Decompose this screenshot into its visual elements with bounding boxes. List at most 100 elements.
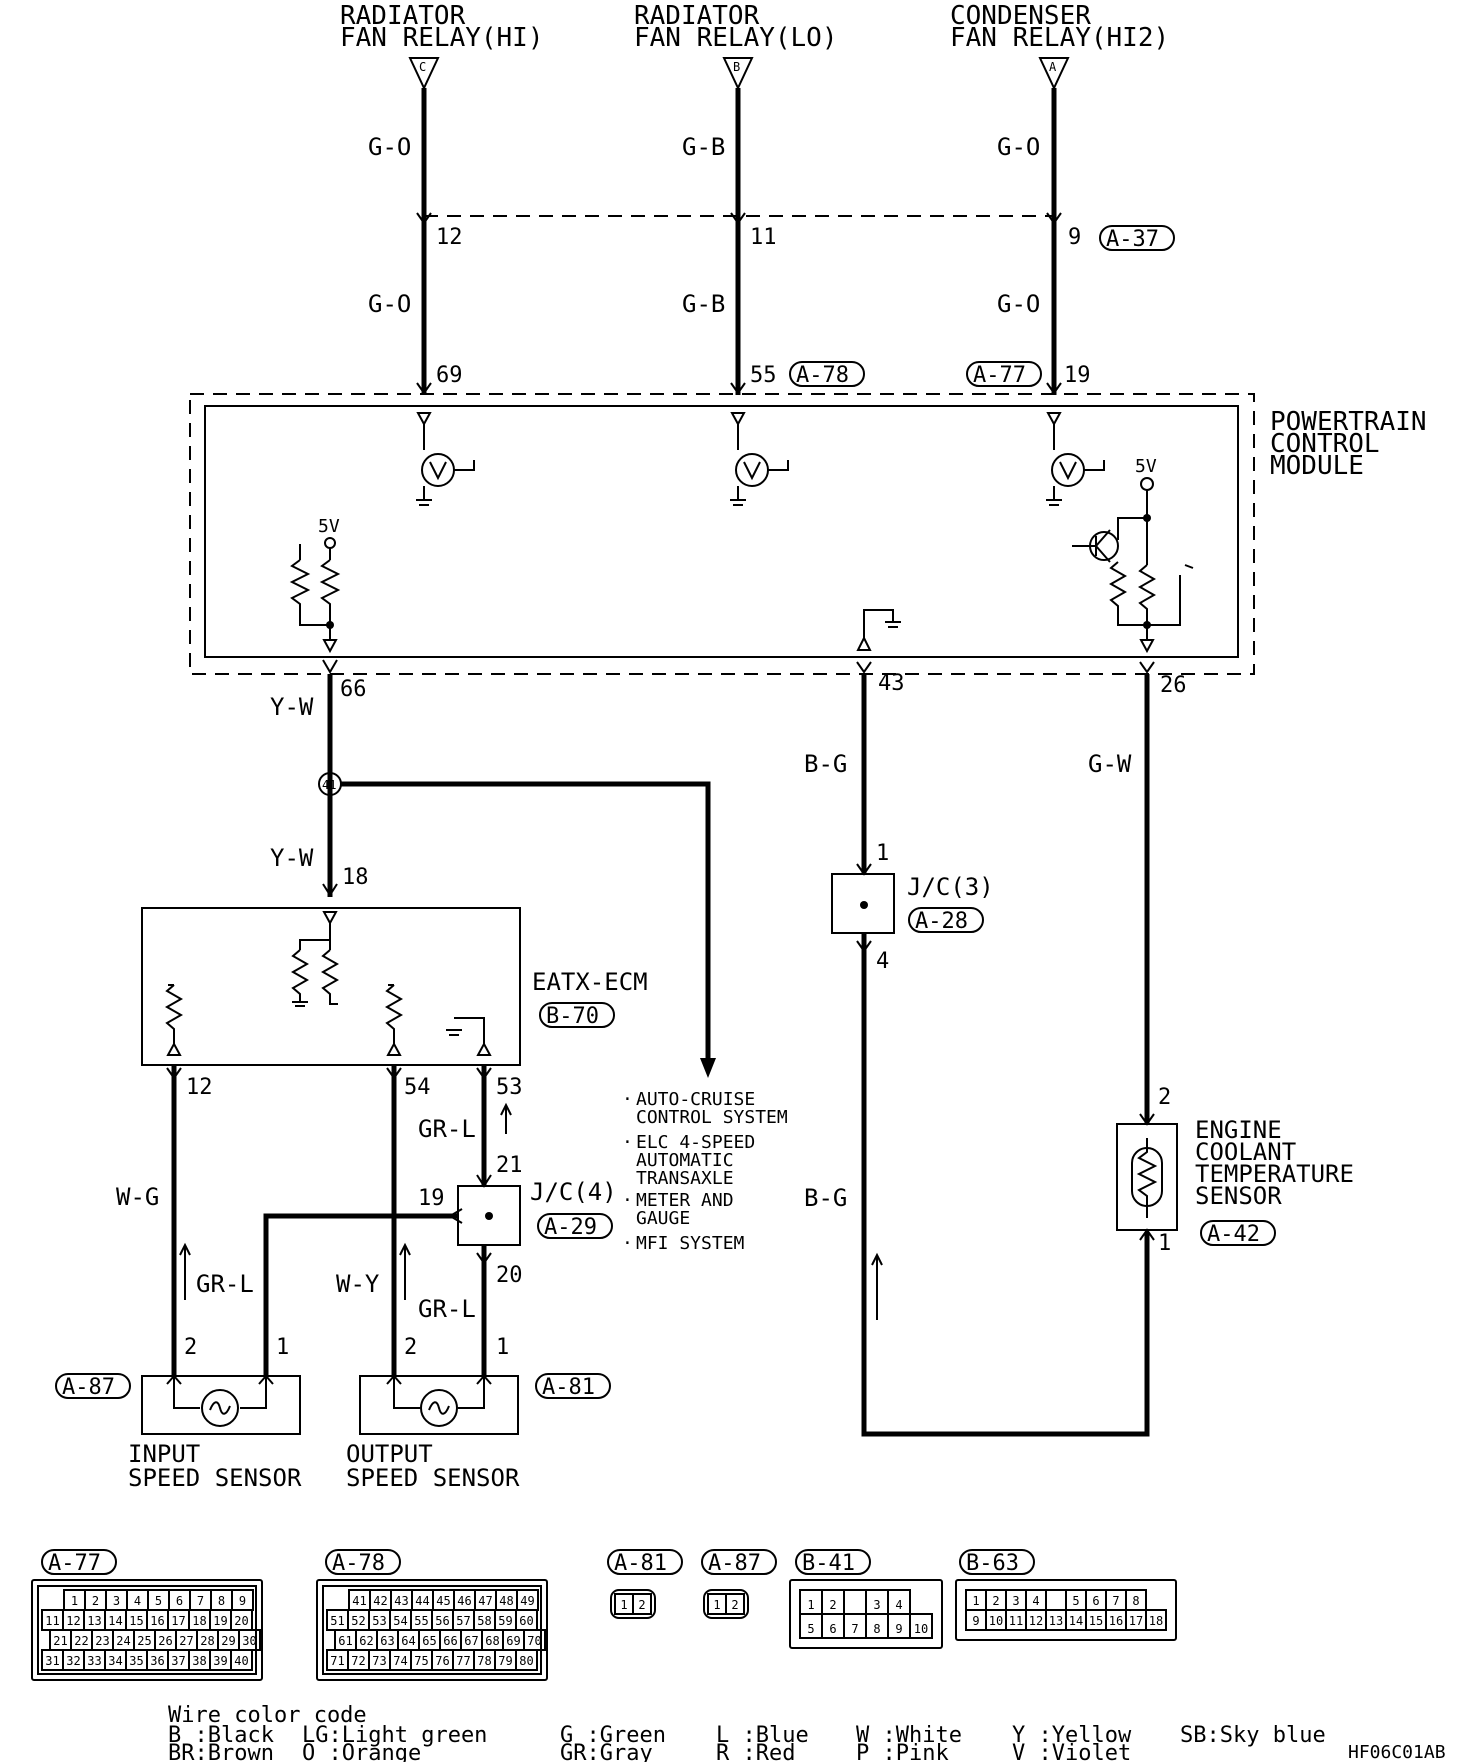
connector-pin-number: 59 (498, 1614, 512, 1628)
connector-pin-number: 3 (1012, 1594, 1019, 1608)
wire-label: G-W (1088, 750, 1132, 778)
wire-label: Y-W (270, 844, 314, 872)
connector-pin-number: 54 (393, 1614, 407, 1628)
input-speed-sensor (141, 1374, 301, 1435)
connector-pin-number: 10 (914, 1622, 928, 1636)
wire-label: G-O (997, 133, 1040, 161)
connector-pin-number: 15 (129, 1614, 143, 1628)
connector-pin-number: 73 (372, 1654, 386, 1668)
coolant-sensor-label: ENGINE COOLANT TEMPERATURE SENSOR A-42 (1195, 1116, 1354, 1247)
output-speed-sensor (359, 1374, 519, 1435)
connector-pin-number: 63 (380, 1634, 394, 1648)
pin-number: 55 (750, 363, 777, 388)
svg-text:L :Blue: L :Blue (716, 1723, 809, 1748)
svg-text:A-87: A-87 (62, 1375, 115, 1400)
relay-hi-wire (416, 88, 432, 395)
connector-pin-number: 70 (527, 1634, 541, 1648)
pcm-ground-terminal-icon (856, 609, 901, 651)
pin-number: 1 (276, 1335, 289, 1360)
pin-number: 12 (436, 225, 463, 250)
wire-label: B-G (804, 750, 847, 778)
connector-pin-number: 9 (972, 1614, 979, 1628)
relay-hi2-label: CONDENSER FAN RELAY(HI2) (950, 1, 1169, 53)
output-sensor-connector-badge: A-81 (535, 1373, 611, 1400)
connector-pin-number: 32 (66, 1654, 80, 1668)
svg-text:19: 19 (418, 1186, 445, 1211)
svg-text:5V: 5V (318, 516, 340, 537)
connector-pin-number: 1 (620, 1598, 627, 1612)
svg-text:CONTROL SYSTEM: CONTROL SYSTEM (636, 1107, 788, 1128)
svg-text:P :Pink: P :Pink (856, 1741, 949, 1762)
connector-pin-number: 4 (1032, 1594, 1039, 1608)
svg-text:1: 1 (876, 841, 889, 866)
connector-pin-number: 9 (239, 1594, 246, 1608)
connector-shell (703, 1589, 749, 1619)
pcm-label: POWERTRAIN CONTROL MODULE (1270, 407, 1427, 481)
wire-label: B-G (804, 1184, 847, 1212)
connector-pin-number: 17 (1129, 1614, 1143, 1628)
pcm-box-inner (204, 405, 1239, 658)
svg-text:GAUGE: GAUGE (636, 1208, 690, 1229)
transistor-icon (416, 412, 475, 506)
wire-label: W-G (116, 1183, 159, 1211)
connector-id: A-78 (332, 1551, 385, 1576)
svg-text:Y :Yellow: Y :Yellow (1012, 1723, 1132, 1748)
pin-number: 26 (1160, 673, 1187, 698)
connector-pin-number: 64 (401, 1634, 415, 1648)
connected-systems-list: · AUTO-CRUISE CONTROL SYSTEM · ELC 4-SPE… (622, 1089, 788, 1254)
connector-pin-number: 71 (330, 1654, 344, 1668)
svg-text:INPUT: INPUT (128, 1440, 200, 1468)
connector-pin-number: 23 (95, 1634, 109, 1648)
connector-pin-number: 14 (1069, 1614, 1083, 1628)
connector-pin-number: 13 (87, 1614, 101, 1628)
connector-shell (610, 1589, 656, 1619)
svg-text:41: 41 (322, 778, 336, 792)
connector-pin-number: 37 (171, 1654, 185, 1668)
connector-pin-number: 77 (456, 1654, 470, 1668)
svg-text:SPEED SENSOR: SPEED SENSOR (128, 1464, 302, 1492)
connector-pin-number: 1 (71, 1594, 78, 1608)
connector-pin-number: 5 (155, 1594, 162, 1608)
connector-pin-number: 67 (464, 1634, 478, 1648)
svg-text:W :White: W :White (856, 1723, 962, 1748)
eatx-ecm-label: EATX-ECM B-70 (532, 968, 648, 1029)
wire-label: G-O (368, 133, 411, 161)
svg-text:AUTO-CRUISE: AUTO-CRUISE (636, 1089, 755, 1110)
connector-pin-number: 1 (972, 1594, 979, 1608)
svg-text:1: 1 (1158, 1231, 1171, 1256)
connector-pin-number: 45 (436, 1594, 450, 1608)
svg-text:SPEED SENSOR: SPEED SENSOR (346, 1464, 520, 1492)
connector-pin-number: 8 (1132, 1594, 1139, 1608)
connector-pin-number: 1 (807, 1598, 814, 1612)
connector-badge (701, 1549, 777, 1575)
connector-pin-number: 74 (393, 1654, 407, 1668)
input-sensor-connector-badge: A-87 (55, 1373, 131, 1400)
connector-pin-number: 48 (499, 1594, 513, 1608)
connector-pin-number: 61 (338, 1634, 352, 1648)
connector-pin-number: 4 (134, 1594, 141, 1608)
wire-label: W-Y (336, 1270, 380, 1298)
connector-pin-cell (1045, 1589, 1067, 1611)
pin-number: 66 (340, 677, 367, 702)
connector-pin-number: 41 (352, 1594, 366, 1608)
svg-text:MODULE: MODULE (1270, 451, 1364, 481)
connector-pin-number: 53 (372, 1614, 386, 1628)
svg-text:4: 4 (876, 949, 889, 974)
svg-text:RADIATOR: RADIATOR (340, 1, 466, 31)
wire-label: G-B (682, 133, 725, 161)
connector-pin-number: 11 (1009, 1614, 1023, 1628)
svg-text:5V: 5V (1135, 456, 1157, 477)
svg-text:TEMPERATURE: TEMPERATURE (1195, 1160, 1354, 1188)
junction-connector-4: 21 19 20 J/C(4) A-29 (418, 1153, 617, 1288)
connector-badge (41, 1549, 117, 1575)
connector-pin-number: 9 (895, 1622, 902, 1636)
relay-lo-label: RADIATOR FAN RELAY(LO) (634, 1, 838, 53)
svg-text:A-77: A-77 (973, 363, 1026, 388)
svg-text:·: · (622, 1089, 633, 1110)
svg-text:21: 21 (496, 1153, 523, 1178)
svg-text:OUTPUT: OUTPUT (346, 1440, 433, 1468)
pin-number: 43 (878, 671, 905, 696)
pin-number: 19 (1064, 363, 1091, 388)
connector-pin-number: 44 (415, 1594, 429, 1608)
